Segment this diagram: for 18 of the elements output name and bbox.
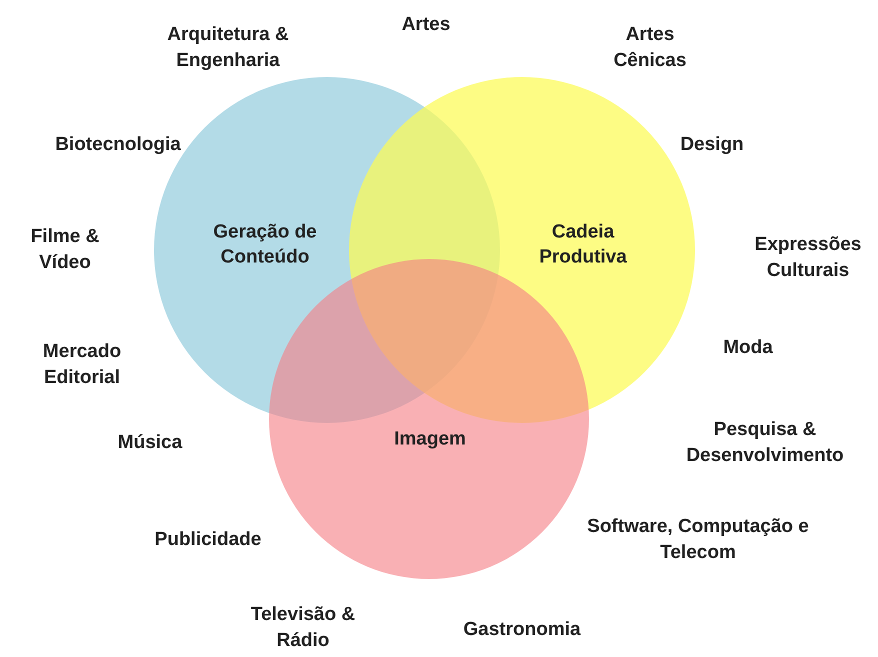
sector-label: Expressões Culturais [754, 232, 862, 283]
sector-label: Software, Computação e Telecom [586, 514, 810, 565]
sector-label: Artes [400, 12, 452, 37]
sector-label: Publicidade [154, 528, 262, 552]
sector-label: Design [679, 132, 745, 157]
circle-label: Geração de Conteúdo [212, 220, 318, 269]
sector-label: Arquitetura & Engenharia [166, 22, 290, 73]
circle-label: Imagem [393, 428, 467, 452]
sector-label: Artes Cênicas [612, 22, 688, 73]
sector-label: Moda [722, 336, 774, 360]
sector-label: Pesquisa & Desenvolvimento [685, 418, 845, 468]
sector-label: Televisão & Rádio [250, 602, 356, 653]
sector-label: Mercado Editorial [42, 340, 122, 390]
sector-label: Biotecnologia [54, 132, 182, 157]
circle-label: Cadeia Produtiva [538, 220, 628, 269]
sector-label: Gastronomia [462, 618, 582, 642]
sector-label: Filme & Vídeo [30, 224, 100, 275]
sector-label: Música [116, 430, 184, 455]
